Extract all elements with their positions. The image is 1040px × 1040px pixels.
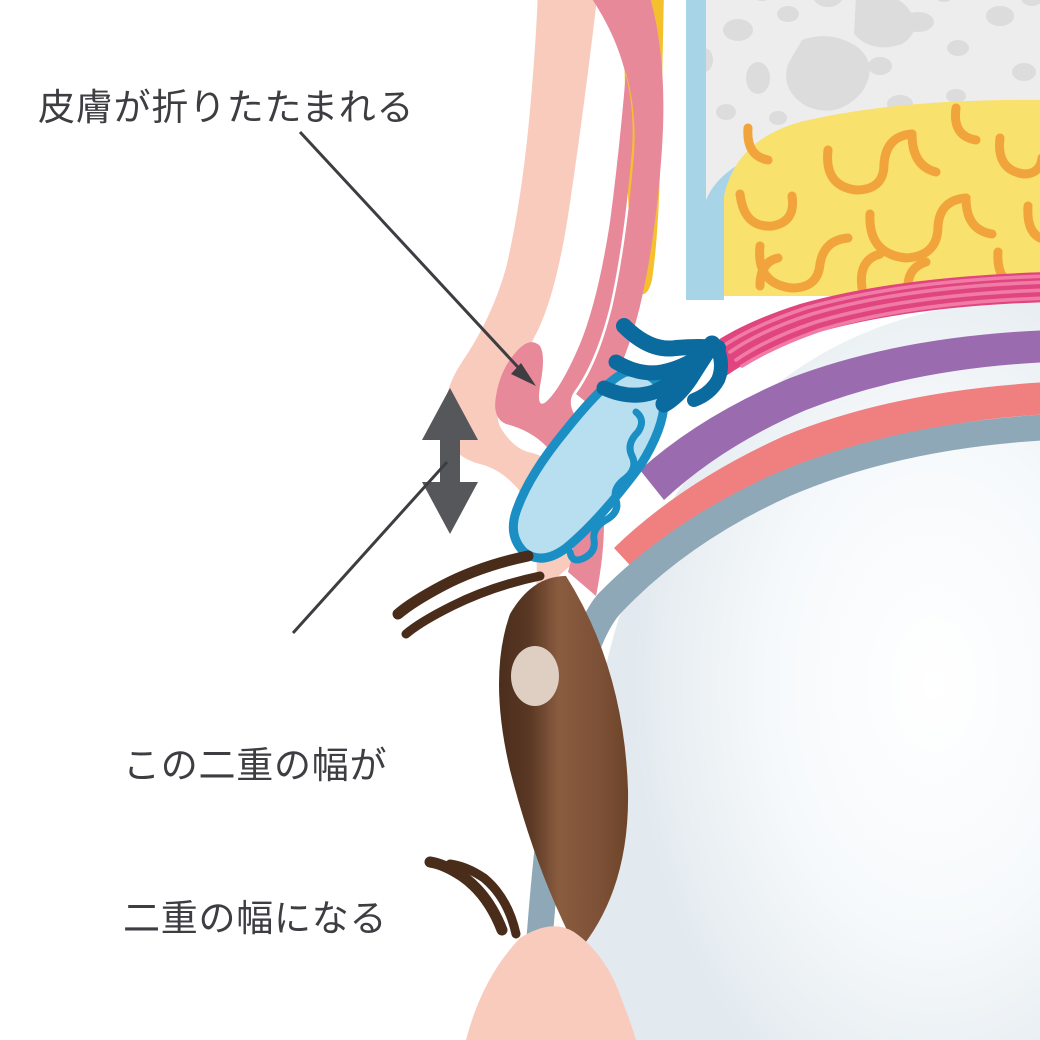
muller-muscle (640, 330, 1040, 500)
upper-eyelashes (392, 550, 545, 639)
cornea-highlight (511, 646, 559, 706)
eyeball-globe (556, 300, 1040, 1040)
leader-arrowhead-icon (511, 363, 536, 386)
levator-palpebrae-muscle (712, 272, 1040, 376)
muscle-striations (718, 274, 1040, 368)
lower-eyelashes (424, 856, 521, 939)
cornea-iris (499, 576, 629, 952)
leader-line-fold-width (291, 460, 449, 635)
meibomian-gland-line (566, 408, 645, 564)
orbicularis-oculi-muscle (495, 0, 664, 596)
tarsal-plate (508, 367, 669, 564)
annotation-fold-width: この二重の幅が 二重の幅になる (123, 638, 387, 1040)
leader-line-skin-fold (298, 130, 536, 386)
annotation-fold-width-line1: この二重の幅が (123, 745, 388, 787)
annotation-skin-fold: 皮膚が折りたたまれる (38, 87, 415, 128)
levator-aponeurosis (596, 318, 728, 413)
upper-eyelid-skin (443, 0, 597, 596)
sclera (520, 414, 1040, 1040)
annotation-fold-width-line2: 二重の幅になる (123, 898, 388, 940)
orbital-bone (700, 0, 1040, 200)
lower-eyelid-skin (466, 926, 636, 1040)
double-fold-width-arrow (422, 388, 478, 534)
bone-trabeculae (700, 0, 1040, 133)
